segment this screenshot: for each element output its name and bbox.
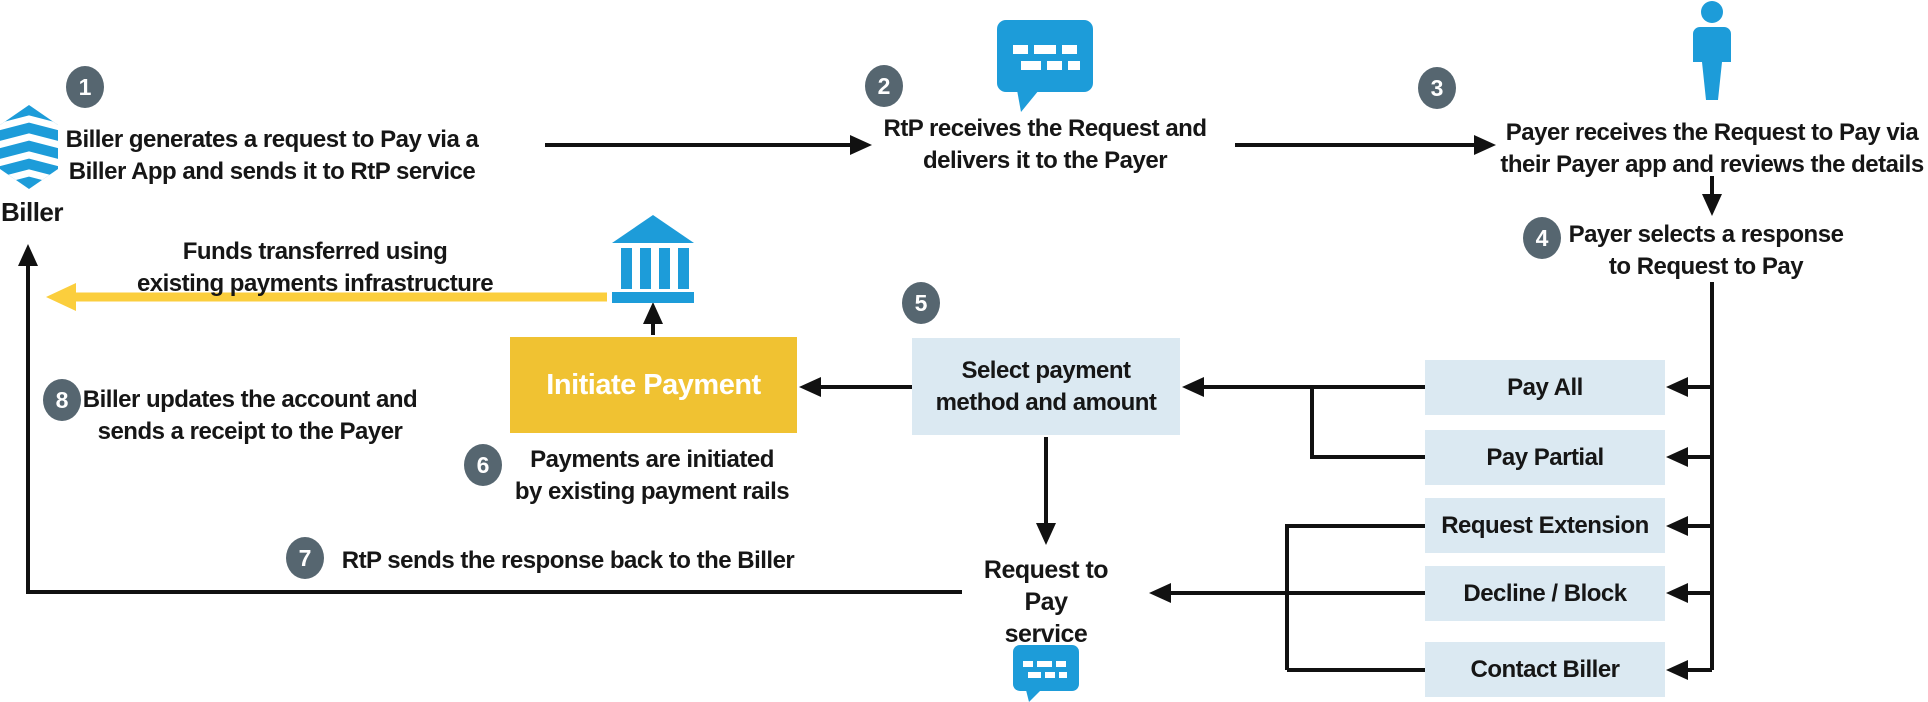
step7-text: RtP sends the response back to the Bille…: [341, 547, 795, 574]
option-request-extension: Request Extension: [1425, 498, 1665, 553]
step-badge-6: 6: [464, 444, 502, 486]
select-payment-box: Select payment method and amount: [912, 338, 1180, 435]
rtp-service-bubble-icon: [1013, 645, 1079, 702]
option-pay-all: Pay All: [1425, 360, 1665, 415]
step-badge-2: 2: [865, 65, 903, 107]
initiate-payment-box: Initiate Payment: [510, 337, 797, 433]
step6-text: Payments are initiated by existing payme…: [514, 446, 790, 505]
step-badge-3: 3: [1418, 67, 1456, 109]
biller-label: Biller: [0, 197, 64, 227]
step-badge-8: 8: [43, 379, 81, 421]
step8-text: Biller updates the account and sends a r…: [82, 386, 418, 445]
step2-text: RtP receives the Request and delivers it…: [883, 115, 1207, 174]
biller-icon: [0, 105, 58, 189]
payer-person-icon: [1682, 0, 1742, 100]
step-badge-7: 7: [286, 537, 324, 579]
step-badge-4: 4: [1523, 217, 1561, 259]
option-decline-block: Decline / Block: [1425, 566, 1665, 621]
step4-text: Payer selects a response to Request to P…: [1568, 221, 1844, 280]
step-badge-1: 1: [66, 66, 104, 108]
bank-icon: [612, 215, 694, 303]
message-bubble-icon: [997, 20, 1093, 114]
step1-text: Biller generates a request to Pay via a …: [65, 126, 479, 185]
option-contact-biller: Contact Biller: [1425, 642, 1665, 697]
funds-transferred-text: Funds transferred using existing payment…: [136, 238, 494, 297]
step-badge-5: 5: [902, 282, 940, 324]
rtp-service-label: Request to Pay service: [983, 556, 1109, 648]
option-pay-partial: Pay Partial: [1425, 430, 1665, 485]
step3-text: Payer receives the Request to Pay via th…: [1500, 119, 1924, 178]
